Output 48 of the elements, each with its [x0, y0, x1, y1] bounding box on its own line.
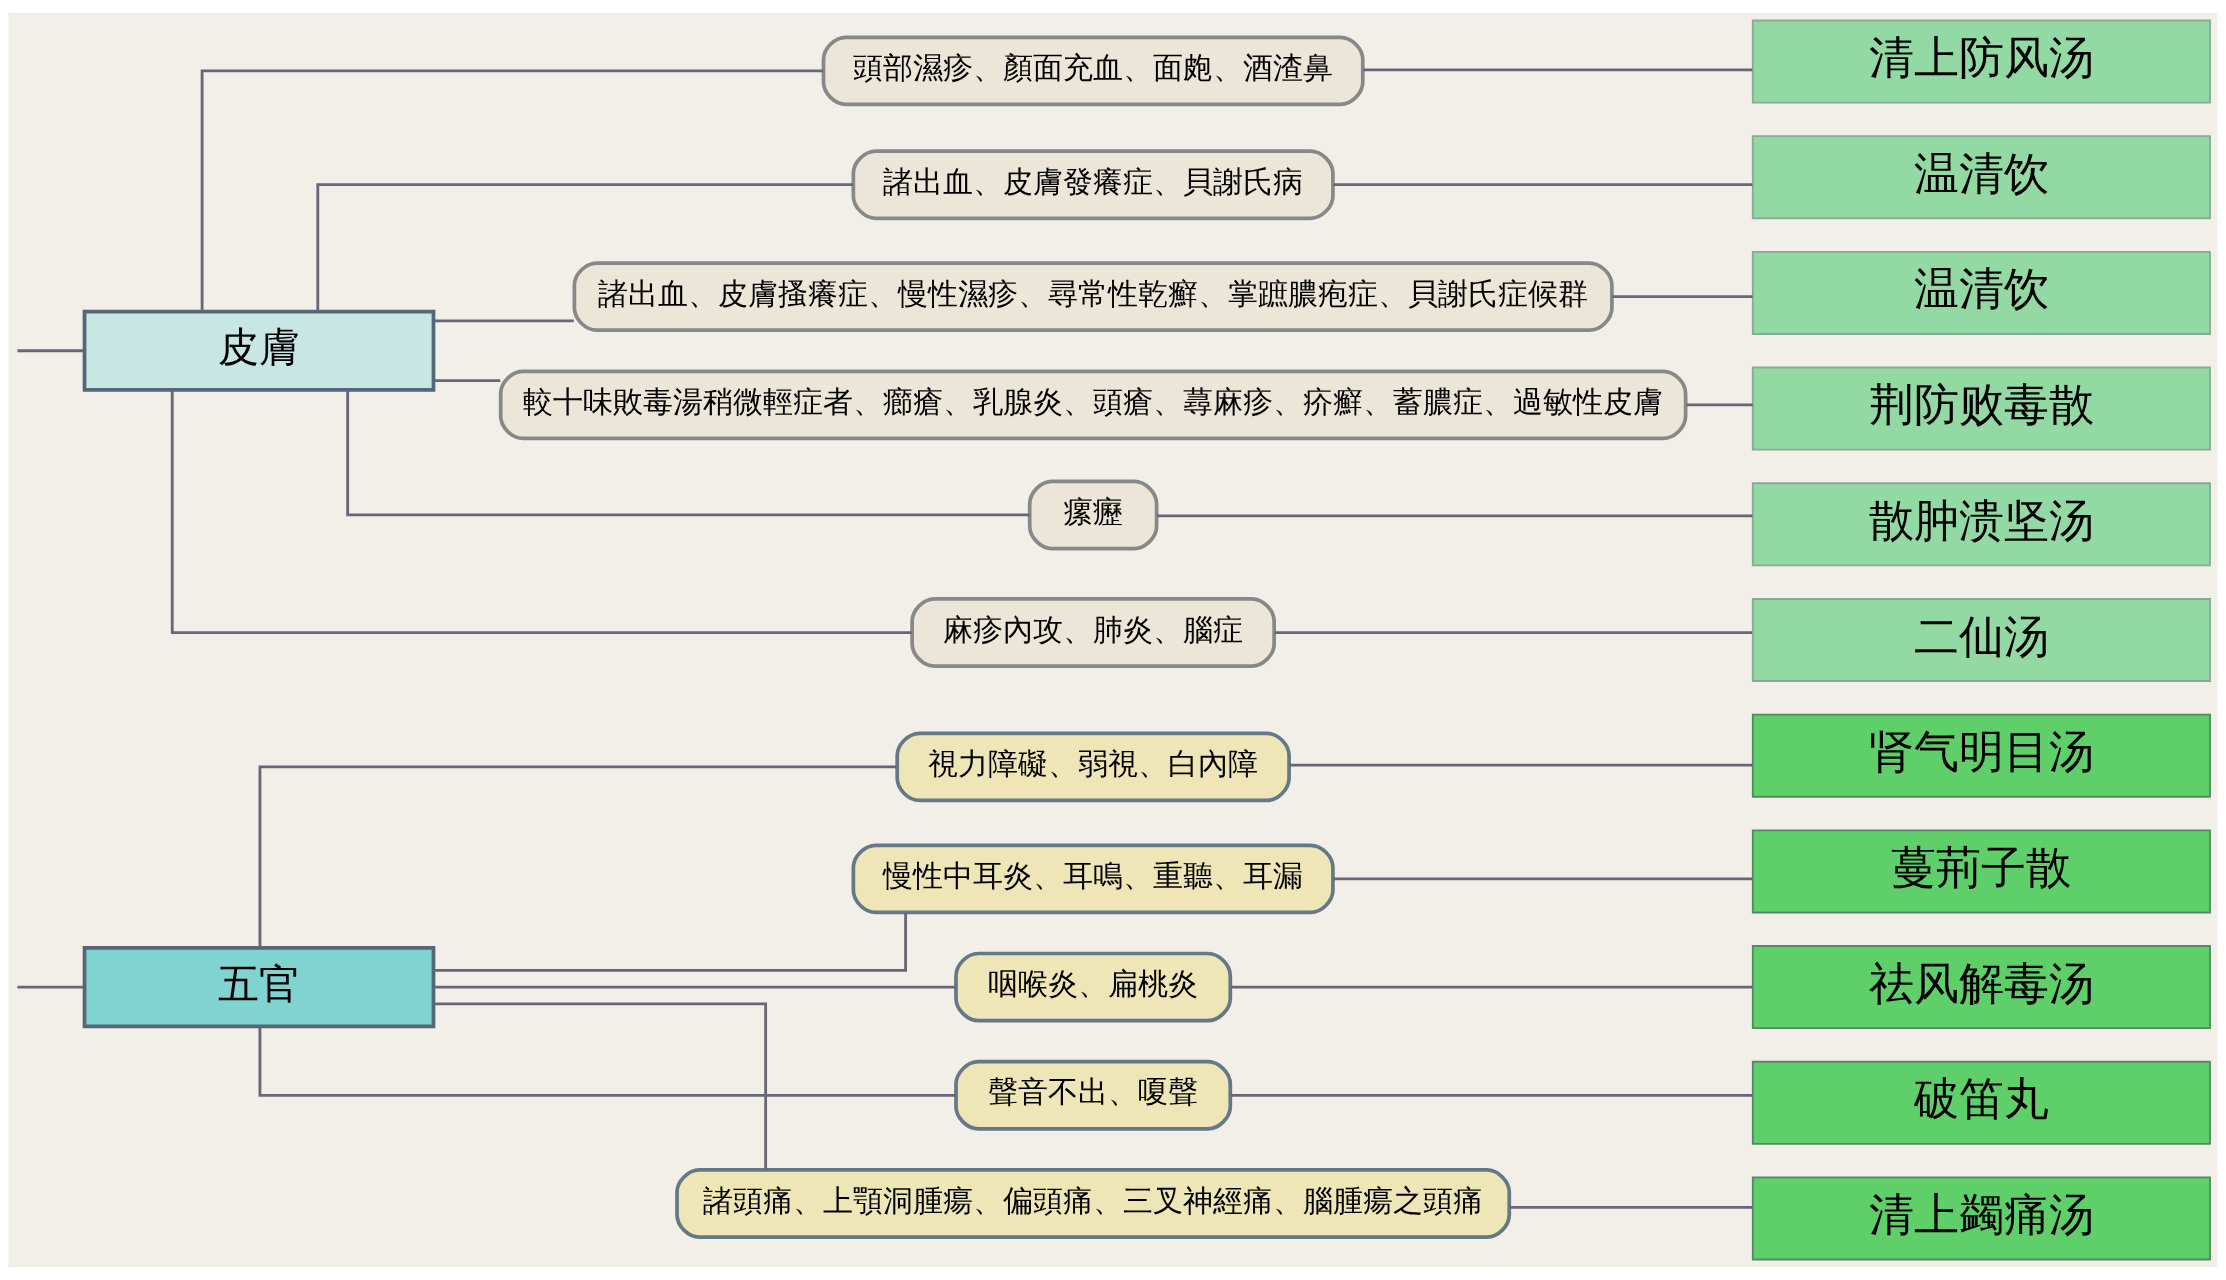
connector	[1333, 877, 1753, 881]
connector	[1274, 631, 1752, 634]
connector	[258, 765, 897, 948]
node-box: 破笛丸	[1751, 1060, 2211, 1145]
node-box: 諸頭痛、上顎洞腫瘍、偏頭痛、三叉神經痛、腦腫瘍之頭痛	[675, 1168, 1512, 1239]
node-box: 咽喉炎、扁桃炎	[954, 951, 1233, 1023]
node-box: 諸出血、皮膚發癢症、貝謝氏病	[851, 149, 1335, 221]
connector	[1612, 295, 1753, 299]
node-box: 祛风解毒汤	[1751, 945, 2211, 1030]
connector	[17, 349, 85, 353]
node-box: 清上蠲痛汤	[1751, 1176, 2211, 1261]
node-box: 較十味敗毒湯稍微輕症者、癤瘡、乳腺炎、頭瘡、蕁麻疹、疥癬、蓄膿症、過敏性皮膚	[498, 369, 1688, 441]
connector	[1289, 763, 1753, 767]
node-box: 肾气明目汤	[1751, 713, 2211, 798]
node-box: 慢性中耳炎、耳鳴、重聽、耳漏	[851, 843, 1335, 915]
connector	[1333, 183, 1753, 187]
connector	[433, 985, 956, 989]
node-box: 頭部濕疹、顏面充血、面皰、酒渣鼻	[821, 35, 1365, 107]
node-box: 聲音不出、嗄聲	[954, 1059, 1233, 1131]
connector	[346, 390, 1030, 517]
connector	[200, 69, 824, 312]
connector	[1509, 1205, 1753, 1209]
node-box: 散肿溃坚汤	[1751, 482, 2211, 567]
connector	[433, 379, 501, 382]
connector	[1686, 403, 1753, 407]
node-box: 瘰癧	[1027, 479, 1159, 551]
node-box: 皮膚	[82, 309, 436, 392]
connector	[316, 183, 854, 312]
connector	[258, 1026, 956, 1097]
connector	[1230, 1093, 1753, 1097]
node-box: 二仙汤	[1751, 598, 2211, 682]
node-box: 温清饮	[1751, 135, 2211, 220]
node-box: 五官	[82, 946, 436, 1029]
node-box: 視力障礙、弱視、白內障	[895, 731, 1291, 803]
node-box: 温清饮	[1751, 250, 2211, 335]
connector	[434, 912, 907, 972]
connector	[17, 985, 85, 989]
connector	[1230, 985, 1753, 989]
connector	[1157, 514, 1753, 518]
connector	[170, 390, 912, 634]
node-box: 清上防风汤	[1751, 19, 2211, 104]
node-box: 荆防败毒散	[1751, 366, 2211, 451]
node-box: 諸出血、皮膚搔癢症、慢性濕疹、尋常性乾癬、掌蹠膿疱症、貝謝氏症候群	[572, 261, 1614, 333]
connector	[433, 319, 574, 323]
connector	[1363, 68, 1753, 72]
node-box: 麻疹內攻、肺炎、腦症	[910, 597, 1276, 668]
connector	[434, 1002, 768, 1170]
node-box: 蔓荊子散	[1751, 829, 2211, 914]
